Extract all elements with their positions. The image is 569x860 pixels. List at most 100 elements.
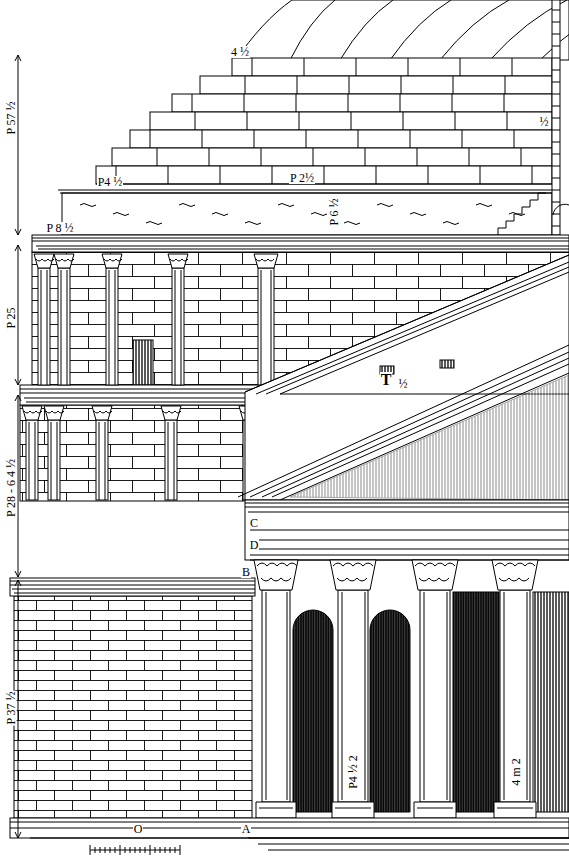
block-joint [504, 94, 505, 112]
block-joint [297, 76, 298, 94]
pilaster [44, 406, 64, 500]
measure-label: P 2½ [289, 172, 315, 184]
stucco-mark [443, 222, 459, 225]
small-window [440, 360, 454, 368]
dimension-label: 4 m 2 [510, 757, 522, 786]
block-joint [356, 58, 357, 76]
block-joint [460, 58, 461, 76]
scale-tick [175, 847, 176, 853]
measure-label: P4 ½ [97, 176, 124, 188]
block-joint [453, 76, 454, 94]
dimension-label: P 25 [5, 306, 17, 329]
middle-wall [20, 405, 260, 501]
block-joint [351, 112, 352, 130]
step-rings [96, 58, 552, 184]
block-joint [252, 58, 253, 76]
step-ring [200, 76, 552, 94]
side-ruler [552, 0, 560, 235]
dimension-label: P 6 ½ [328, 197, 340, 226]
band-ledge [58, 190, 552, 193]
block-joint [220, 166, 221, 184]
small-arch [553, 204, 569, 215]
stucco-mark [146, 222, 162, 225]
block-joint [209, 148, 210, 166]
measure-label: O [133, 823, 144, 835]
pediment-field [245, 255, 569, 500]
block-joint [469, 148, 470, 166]
portico-raking-cornice [238, 345, 569, 500]
ruler-tick [552, 10, 560, 11]
block-joint [348, 94, 349, 112]
stucco-mark [245, 222, 261, 225]
pilaster [92, 406, 112, 500]
ruler-tick [552, 166, 560, 167]
dimension-label: P4 ½ 2 [347, 754, 359, 790]
block-joint [245, 76, 246, 94]
block-joint [417, 148, 418, 166]
pilaster [161, 406, 181, 500]
stucco-mark [344, 222, 360, 225]
scale-tick [180, 845, 181, 855]
stucco-mark [212, 213, 228, 216]
block-joint [195, 112, 196, 130]
upper-raking-cornice [245, 255, 569, 394]
bronze-door [453, 592, 499, 812]
scale-tick [140, 847, 141, 853]
block-joint [505, 76, 506, 94]
tympanum [290, 375, 569, 500]
block-joint [358, 130, 359, 148]
ruler-tick [552, 22, 560, 23]
ruler-tick [552, 70, 560, 71]
block-joint [452, 94, 453, 112]
block-joint [306, 130, 307, 148]
pilaster [54, 254, 74, 385]
ruler-tick [552, 154, 560, 155]
block-joint [521, 148, 522, 166]
scale-tick [150, 845, 151, 855]
block-joint [304, 58, 305, 76]
stucco-mark [113, 213, 129, 216]
stucco-mark [377, 204, 393, 207]
scale-tick [135, 847, 136, 853]
block-joint [157, 148, 158, 166]
arch-niche [370, 610, 410, 812]
dimension-line [18, 55, 19, 235]
block-joint [349, 76, 350, 94]
stucco-mark [311, 213, 327, 216]
scale-tick [100, 847, 101, 853]
block-joint [296, 94, 297, 112]
corinthian-column [330, 560, 376, 818]
block-joint [150, 130, 151, 148]
dome-rib [290, 0, 335, 60]
block-joint [403, 112, 404, 130]
block-joint [480, 166, 481, 184]
ruler-tick [552, 202, 560, 203]
drum-band [62, 193, 552, 235]
scale-tick [120, 845, 121, 855]
scale-tick [90, 845, 91, 855]
ruler-tick [552, 106, 560, 107]
scale-tick [115, 847, 116, 853]
pilaster [254, 254, 278, 385]
block-joint [168, 166, 169, 184]
lower-wall [14, 596, 252, 818]
ledge [96, 184, 552, 185]
dimension-line [18, 395, 19, 577]
block-joint [192, 94, 193, 112]
scale-tick [160, 847, 161, 853]
stucco-mark [179, 204, 195, 207]
dome [236, 0, 569, 60]
scale-tick [170, 847, 171, 853]
corinthian-column [412, 560, 458, 818]
block-joint [455, 112, 456, 130]
block-joint [462, 130, 463, 148]
ruler-tick [552, 46, 560, 47]
top-cornice [32, 235, 569, 252]
ruler-tick [552, 226, 560, 227]
ruler-tick [552, 142, 560, 143]
dome-ribs [290, 0, 569, 60]
lower-cornice [10, 578, 255, 596]
measure-label: 4 ½ [230, 46, 250, 58]
pilaster [102, 254, 122, 385]
